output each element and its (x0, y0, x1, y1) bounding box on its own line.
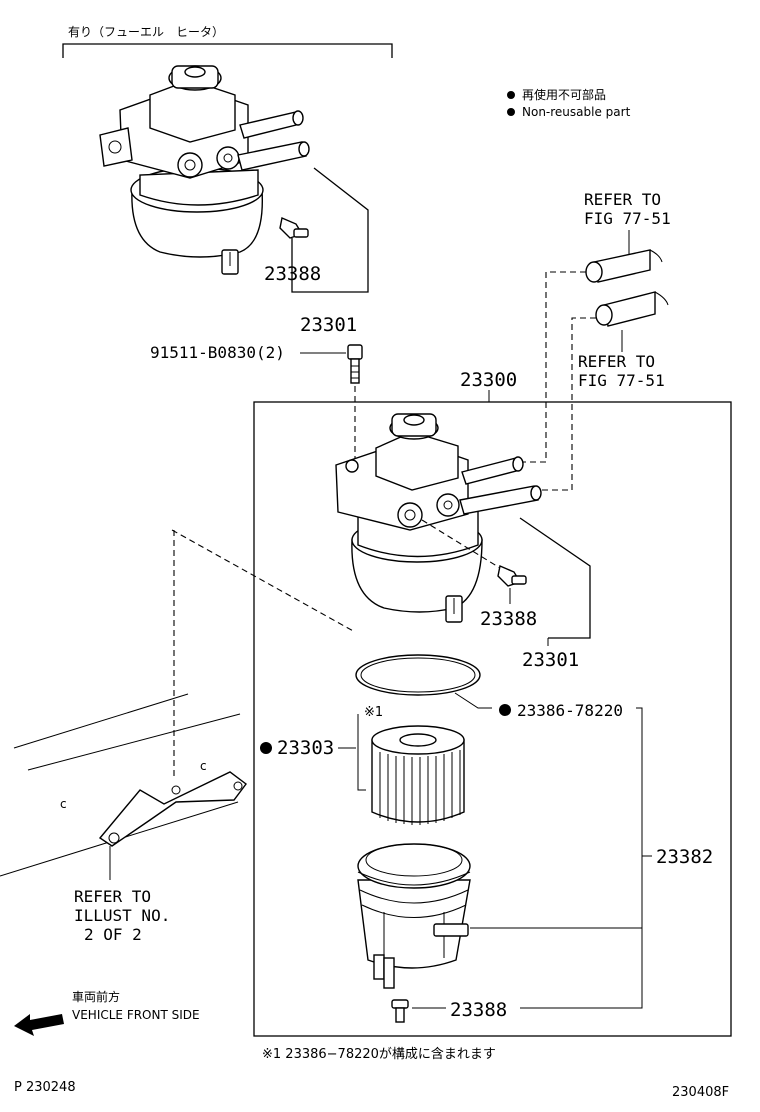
filter-assembly-top[interactable] (99, 65, 310, 275)
bracket-23382 (520, 707, 643, 1009)
header-bracket (62, 43, 393, 58)
non-reusable-bullet (260, 742, 272, 754)
note-mark: ※1 (364, 705, 383, 720)
hose-dashed-upper (522, 271, 586, 463)
o-ring-23386[interactable] (355, 654, 481, 696)
legend-en: Non-reusable part (522, 105, 631, 119)
drain-plug-23388-top[interactable] (279, 217, 309, 239)
part-23301-top-label: 23301 (300, 314, 357, 336)
part-23303-label: 23303 (277, 737, 334, 759)
leader-23386 (454, 692, 492, 709)
leader-23303 (338, 714, 366, 791)
assembly-box-23300 (253, 401, 732, 1037)
non-reusable-bullet (507, 91, 515, 99)
refer-illust-line1: REFER TO (74, 887, 151, 906)
svg-text:c: c (60, 797, 67, 811)
refer-illust-line2: ILLUST NO. (74, 906, 170, 925)
hose-upper[interactable] (585, 249, 663, 283)
non-reusable-bullet (499, 704, 511, 716)
part-23386-label: 23386-78220 (517, 701, 623, 720)
top-variant-group: 有り（フューエル ヒータ） (62, 25, 393, 336)
leader-23301-main (519, 517, 591, 639)
footnote: ※1 23386−78220が構成に含まれます (262, 1046, 496, 1062)
legend-jp: 再使用不可部品 (522, 87, 606, 102)
drain-plug-23388-mid[interactable] (497, 565, 527, 587)
refer-mid-line2: FIG 77-51 (578, 371, 665, 390)
bolt-91511[interactable] (347, 344, 363, 384)
part-91511-label: 91511-B0830(2) (150, 343, 285, 362)
refer-fig-mid: REFER TO FIG 77-51 (578, 352, 665, 390)
part-23388-bottom-label: 23388 (450, 999, 507, 1021)
svg-text:c: c (200, 759, 207, 773)
refer-illust: REFER TO ILLUST NO. 2 OF 2 (74, 887, 170, 944)
hose-dashed-lower (540, 317, 596, 491)
direction-en: VEHICLE FRONT SIDE (72, 1008, 200, 1022)
page-id-left: P 230248 (14, 1080, 76, 1095)
mount-dashed (171, 529, 356, 778)
leader-23301-top (291, 167, 369, 293)
drain-plug-23388-bottom[interactable] (391, 999, 409, 1023)
refer-illust-line3: 2 OF 2 (84, 925, 142, 944)
part-23382-label: 23382 (656, 846, 713, 868)
refer-top-line1: REFER TO (584, 190, 661, 209)
filter-assembly-main[interactable] (335, 413, 542, 623)
refer-fig-top: REFER TO FIG 77-51 (584, 190, 671, 258)
direction-jp: 車両前方 (72, 989, 120, 1004)
filter-bowl[interactable] (357, 843, 471, 989)
non-reusable-bullet (507, 108, 515, 116)
filter-element-23303[interactable] (371, 725, 465, 825)
part-23300-label: 23300 (460, 369, 517, 391)
part-23388-mid-label: 23388 (480, 608, 537, 630)
hose-lower[interactable] (595, 291, 669, 327)
header-label: 有り（フューエル ヒータ） (68, 25, 224, 39)
refer-top-line2: FIG 77-51 (584, 209, 671, 228)
legend: 再使用不可部品 Non-reusable part (507, 87, 631, 119)
part-23388-top-label: 23388 (264, 263, 321, 285)
refer-mid-line1: REFER TO (578, 352, 655, 371)
part-23301-mid-label: 23301 (522, 649, 579, 671)
page-id-right: 230408F (672, 1085, 729, 1100)
front-arrow-icon (14, 1014, 64, 1036)
mounting-bracket[interactable]: c (98, 759, 247, 847)
